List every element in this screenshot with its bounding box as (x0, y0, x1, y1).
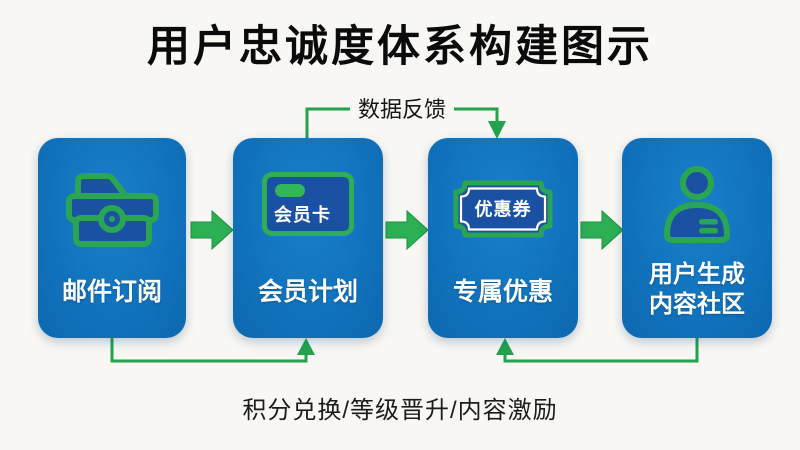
node-ugc-community: 用户生成 内容社区 (622, 138, 772, 338)
flow-arrow-icon (385, 209, 429, 251)
member-card-icon: 会员卡 (262, 172, 354, 236)
node-membership-plan: 会员卡 会员计划 (233, 138, 383, 338)
card-chip (275, 184, 305, 197)
node-label-text: 会员计划 (257, 278, 358, 306)
page-title: 用户忠诚度体系构建图示 (147, 23, 653, 71)
node-exclusive-offers: 优惠券 专属优惠 (428, 138, 578, 338)
node-label: 专属优惠 (428, 278, 578, 306)
flow-arrow-icon (190, 209, 234, 251)
node-label: 会员计划 (233, 278, 383, 306)
arrowhead-up-icon (496, 338, 514, 355)
node-label-text: 邮件订阅 (61, 278, 162, 306)
briefcase-icon (64, 168, 160, 253)
node-label-text: 内容社区 (649, 291, 745, 318)
user-icon (659, 164, 735, 249)
connector-line (454, 107, 499, 122)
bottom-feedback-label: 积分兑换/等级晋升/内容激励 (242, 397, 558, 424)
flow-arrow-icon (580, 209, 624, 251)
node-label: 邮件订阅 (38, 278, 186, 306)
arrowhead-down-icon (488, 121, 506, 139)
bottom-right-connector (503, 338, 699, 363)
arrowhead-up-icon (297, 338, 315, 355)
card-label: 会员卡 (274, 205, 331, 225)
coupon-icon: 优惠券 (453, 180, 553, 238)
node-label-text: 专属优惠 (452, 278, 553, 306)
node-label-text: 用户生成 (649, 261, 745, 288)
node-label: 用户生成 内容社区 (622, 260, 772, 320)
coupon-label: 优惠券 (474, 199, 532, 220)
connector-line (305, 107, 350, 139)
node-email-subscription: 邮件订阅 (38, 138, 186, 338)
top-feedback-label: 数据反馈 (357, 97, 446, 122)
bottom-left-connector (110, 338, 308, 363)
